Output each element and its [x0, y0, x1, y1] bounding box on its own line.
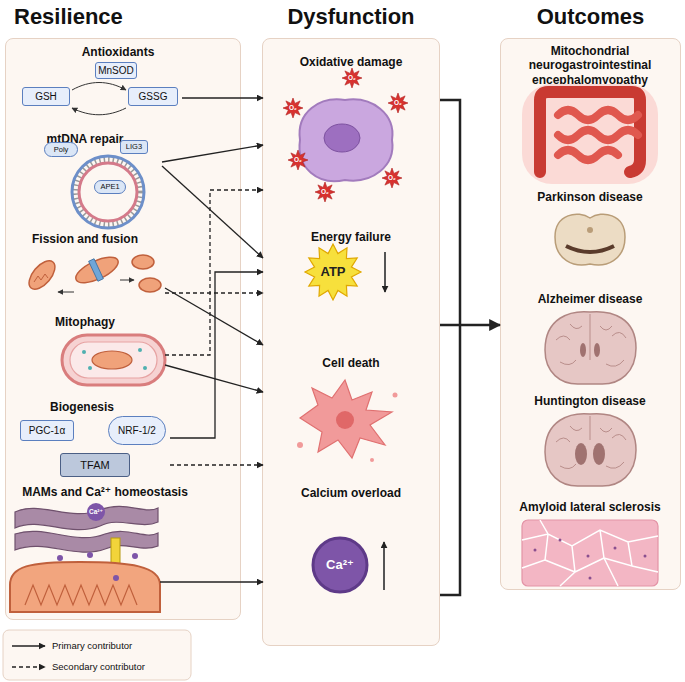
column-heading: Outcomes	[501, 4, 680, 30]
category-group: Parkinson disease	[501, 186, 680, 284]
group-title: Amyloid lateral sclerosis	[500, 500, 680, 514]
category-group: AntioxidantsMnSODGSHGSSG	[10, 45, 182, 110]
label-chip: APE1	[94, 180, 126, 194]
label-chip: Poly	[44, 142, 78, 157]
chip-text: MnSOD	[98, 66, 134, 76]
group-title: Antioxidants	[28, 45, 208, 59]
group-title: Biogenesis	[0, 400, 172, 414]
chip-text: GSH	[35, 92, 57, 102]
dysfunction-bracket	[440, 100, 460, 595]
illustration-label: Ca²⁺	[66, 508, 126, 516]
legend-text: Primary contributor	[52, 640, 132, 651]
group-title: Cell death	[261, 356, 441, 370]
label-chip: LIG3	[120, 140, 148, 154]
label-chip: MnSOD	[95, 62, 137, 79]
chip-text: GSSG	[139, 92, 168, 102]
illustration-label: Ca²⁺	[310, 557, 370, 573]
group-title: mtDNA repair	[0, 132, 175, 146]
chip-text: LIG3	[126, 143, 142, 151]
category-group: Fission and fusion	[15, 232, 165, 308]
group-title: Energy failure	[261, 230, 441, 244]
panel-box: OutcomesMitochondrial neurogastrointesti…	[500, 38, 681, 590]
legend-text: Secondary contributor	[52, 661, 145, 672]
group-title: Calcium overload	[261, 486, 441, 500]
category-group: Energy failure	[263, 218, 439, 332]
group-title: Alzheimer disease	[500, 292, 680, 306]
illustration-label: O₂	[322, 74, 382, 82]
legend-box	[12, 645, 45, 646]
category-group: Mitophagy	[15, 312, 165, 395]
chip-text: Poly	[54, 146, 69, 154]
illustration-label: O₂	[368, 99, 428, 107]
category-group: Oxidative damage	[263, 45, 439, 215]
category-group: Alzheimer disease	[501, 288, 680, 390]
group-title: Mitophagy	[0, 315, 175, 329]
category-group: Huntington disease	[501, 392, 680, 494]
illustration-label: O₂	[295, 188, 355, 196]
illustration-label: ATP	[303, 264, 363, 280]
category-group: MAMs and Ca²⁺ homeostasis	[15, 484, 160, 614]
illustration-label: O₂	[263, 104, 323, 112]
group-title: Huntington disease	[500, 394, 680, 408]
label-chip: TFAM	[60, 453, 130, 477]
chip-text: PGC-1α	[29, 426, 65, 436]
chip-text: TFAM	[80, 460, 109, 471]
illustration-label: O₂	[268, 156, 328, 164]
column-heading: Resilience	[14, 4, 123, 30]
illustration-label: O₂	[362, 174, 422, 182]
category-group: mtDNA repairPolyLIG3APE1	[15, 130, 162, 232]
panel-box: DysfunctionOxidative damageEnergy failur…	[262, 38, 440, 646]
category-group: Amyloid lateral sclerosis	[501, 498, 680, 588]
legend-box	[3, 630, 191, 680]
group-title: Parkinson disease	[500, 190, 680, 204]
panel-box: ResilienceAntioxidantsMnSODGSHGSSGmtDNA …	[5, 38, 241, 620]
label-chip: NRF-1/2	[108, 416, 166, 445]
label-chip: GSSG	[128, 87, 178, 106]
group-title: Oxidative damage	[261, 55, 441, 69]
category-group: Cell death	[263, 336, 439, 476]
legend-box	[3, 630, 191, 680]
primary-arrow	[440, 324, 500, 327]
label-chip: GSH	[22, 87, 70, 106]
dysfunction-bracket	[440, 100, 460, 595]
category-group: BiogenesisPGC-1αNRF-1/2TFAM	[15, 398, 170, 482]
group-title: Fission and fusion	[0, 232, 175, 246]
label-chip: PGC-1α	[20, 420, 74, 441]
chip-text: NRF-1/2	[118, 426, 156, 436]
group-title: MAMs and Ca²⁺ homeostasis	[15, 485, 195, 499]
chip-text: APE1	[100, 183, 119, 191]
category-group: Mitochondrial neurogastrointestinal ence…	[501, 42, 680, 180]
column-heading: Dysfunction	[263, 4, 439, 30]
group-title: Mitochondrial neurogastrointestinal ence…	[506, 44, 674, 87]
legend-box	[12, 666, 45, 667]
